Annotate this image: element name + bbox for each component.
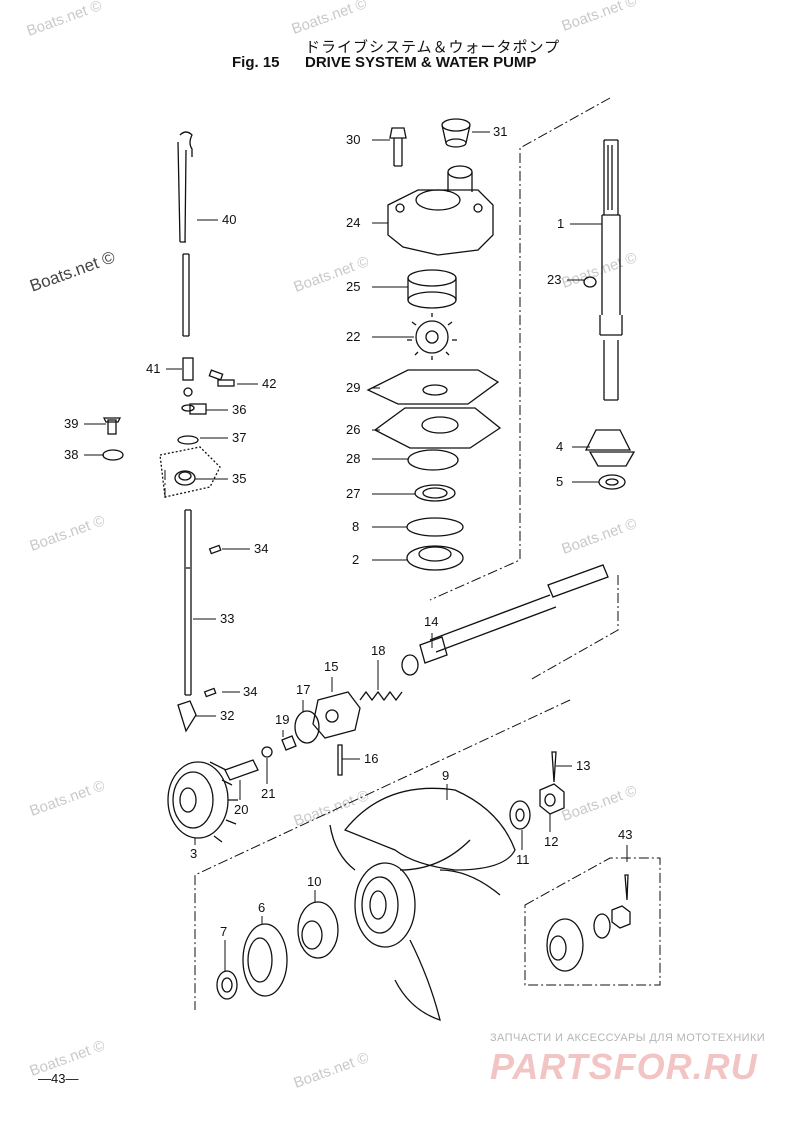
- callout-19: 19: [275, 712, 290, 727]
- lower-unit-group-outline: [194, 699, 571, 1010]
- callout-34a: 34: [254, 541, 269, 556]
- title-japanese: ドライブシステム＆ウォータポンプ: [305, 39, 561, 56]
- waterpump-group-outline: [429, 97, 611, 601]
- brand-logo: PARTSFOR.RU: [490, 1046, 758, 1087]
- callout-28: 28: [346, 451, 361, 466]
- thrust-holder-10: [297, 901, 339, 959]
- callout-13: 13: [576, 758, 591, 773]
- shift-rod-lower: [177, 509, 222, 733]
- ball-21: [261, 746, 273, 758]
- clutch-dog: [312, 691, 361, 739]
- callout-2: 2: [352, 552, 360, 567]
- callout-25: 25: [346, 279, 361, 294]
- plunger-20: [224, 759, 259, 781]
- oil-seal-27: [414, 484, 456, 502]
- pump-bolt: [389, 127, 407, 167]
- pinion-gear: [584, 429, 636, 467]
- forward-gear: [167, 761, 238, 843]
- pump-base: [373, 407, 502, 449]
- pump-liner: [407, 269, 457, 309]
- kit-43-outline: [524, 857, 661, 986]
- callout-38: 38: [64, 447, 79, 462]
- callout-23: 23: [547, 272, 562, 287]
- callout-43: 43: [618, 827, 633, 842]
- callout-11: 11: [516, 852, 530, 867]
- callout-12: 12: [544, 834, 559, 849]
- shift-rod-upper: [177, 131, 193, 337]
- impeller: [407, 313, 457, 360]
- callout-3: 3: [190, 846, 198, 861]
- callout-17: 17: [296, 682, 311, 697]
- pump-housing: [387, 165, 494, 256]
- prop-nut-12: [539, 783, 565, 815]
- callout-39: 39: [64, 416, 79, 431]
- driveshaft-group-outline: [529, 575, 619, 681]
- callout-31: 31: [493, 124, 508, 139]
- callout-10: 10: [307, 874, 322, 889]
- callout-41: 41: [146, 361, 161, 376]
- pin-16: [337, 744, 343, 776]
- callout-26: 26: [346, 422, 361, 437]
- callout-16: 16: [364, 751, 379, 766]
- callout-33: 33: [220, 611, 235, 626]
- reverse-gear-6: [242, 923, 288, 997]
- brand-tagline: ЗАПЧАСТИ И АКСЕССУАРЫ ДЛЯ МОТОТЕХНИКИ: [490, 1032, 766, 1044]
- shift-linkage: [102, 357, 235, 498]
- callout-35: 35: [232, 471, 247, 486]
- callout-20: 20: [234, 802, 249, 817]
- callout-27: 27: [346, 486, 361, 501]
- callout-21: 21: [261, 786, 276, 801]
- callout-29: 29: [346, 380, 361, 395]
- kit-43-contents: [546, 874, 631, 972]
- leader-lines: [84, 131, 628, 972]
- callout-6: 6: [258, 900, 266, 915]
- callout-22: 22: [346, 329, 361, 344]
- callout-1: 1: [557, 216, 565, 231]
- callout-36: 36: [232, 402, 247, 417]
- callout-34b: 34: [243, 684, 258, 699]
- callout-24: 24: [346, 215, 361, 230]
- pump-grommet: [441, 118, 471, 148]
- callout-7: 7: [220, 924, 228, 939]
- spring-ring-17: [294, 710, 320, 744]
- callout-18: 18: [371, 643, 386, 658]
- shim-8: [406, 517, 464, 537]
- callout-9: 9: [442, 768, 450, 783]
- callout-8: 8: [352, 519, 360, 534]
- propeller: [329, 787, 516, 1021]
- callout-42: 42: [262, 376, 277, 391]
- callout-30: 30: [346, 132, 361, 147]
- bearing-2: [406, 545, 464, 571]
- callout-14: 14: [424, 614, 439, 629]
- washer-11: [509, 800, 531, 830]
- drive-shaft: [583, 139, 623, 401]
- pump-plate: [366, 369, 500, 405]
- callout-37: 37: [232, 430, 247, 445]
- pinion-nut: [598, 474, 626, 490]
- callout-32: 32: [220, 708, 235, 723]
- callout-4: 4: [556, 439, 564, 454]
- pin-19: [281, 735, 297, 751]
- figure-title: DRIVE SYSTEM & WATER PUMP: [305, 54, 537, 71]
- callout-40: 40: [222, 212, 237, 227]
- page-number: —43—: [38, 1071, 79, 1086]
- propeller-shaft: [401, 564, 609, 676]
- callout-15: 15: [324, 659, 339, 674]
- callout-5: 5: [556, 474, 564, 489]
- shim-7: [216, 970, 238, 1000]
- cotter-pin-13: [551, 751, 557, 783]
- o-ring-28: [407, 449, 459, 471]
- spring-18: [359, 690, 403, 702]
- figure-number: Fig. 15: [232, 54, 280, 71]
